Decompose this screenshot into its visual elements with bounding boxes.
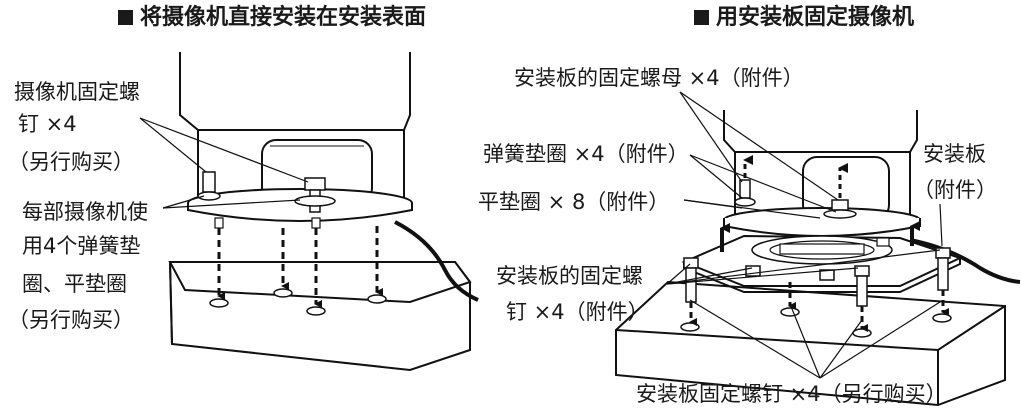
right-down-arrows — [689, 282, 949, 332]
plate-screws — [683, 237, 951, 307]
label-spring-washer: 弹簧垫圈 ×4（附件） — [483, 142, 689, 166]
label-plate-line2: （附件） — [913, 178, 997, 202]
bullet-square-icon — [694, 10, 709, 25]
label-camera-screw-line1: 摄像机固定螺 — [14, 80, 140, 104]
left-screws — [214, 217, 383, 308]
label-plate-screw-line1: 安装板的固定螺 — [496, 264, 643, 288]
label-washer-line2: 用4个弹簧垫 — [22, 234, 141, 258]
label-washer-line1: 每部摄像机使 — [22, 200, 148, 224]
right-leader-lines — [666, 91, 943, 379]
label-plate-line1: 安装板 — [923, 142, 986, 166]
label-washer-line4: （另行购买） — [8, 308, 134, 332]
left-mounting-holes — [209, 288, 387, 316]
label-flat-washer: 平垫圈 × 8（附件） — [478, 190, 670, 214]
right-mounting-surface — [615, 280, 1006, 407]
label-camera-screw-line2: 钉 ×4 — [18, 112, 77, 136]
label-washer-line3: 圈、平垫圈 — [22, 272, 127, 296]
left-block-top — [168, 261, 472, 304]
right-up-arrows — [720, 155, 920, 252]
label-camera-screw-line3: （另行购买） — [8, 150, 134, 174]
label-mount-screw: 安装板固定螺钉 ×4（另行购买） — [636, 382, 947, 406]
left-leader-lines — [139, 117, 309, 209]
mounting-plate — [681, 234, 1021, 293]
right-title-text: 用安装板固定摄像机 — [716, 5, 915, 30]
left-title-text: 将摄像机直接安装在安装表面 — [140, 5, 427, 30]
right-camera — [723, 110, 921, 237]
bullet-square-icon — [118, 10, 133, 25]
left-camera — [179, 52, 479, 302]
label-plate-screw-line2: 钉 ×4（附件） — [506, 300, 649, 324]
left-panel-title: 将摄像机直接安装在安装表面 — [118, 6, 426, 30]
right-panel-title: 用安装板固定摄像机 — [694, 6, 914, 30]
label-plate-nut: 安装板的固定螺母 ×4（附件） — [514, 66, 804, 90]
